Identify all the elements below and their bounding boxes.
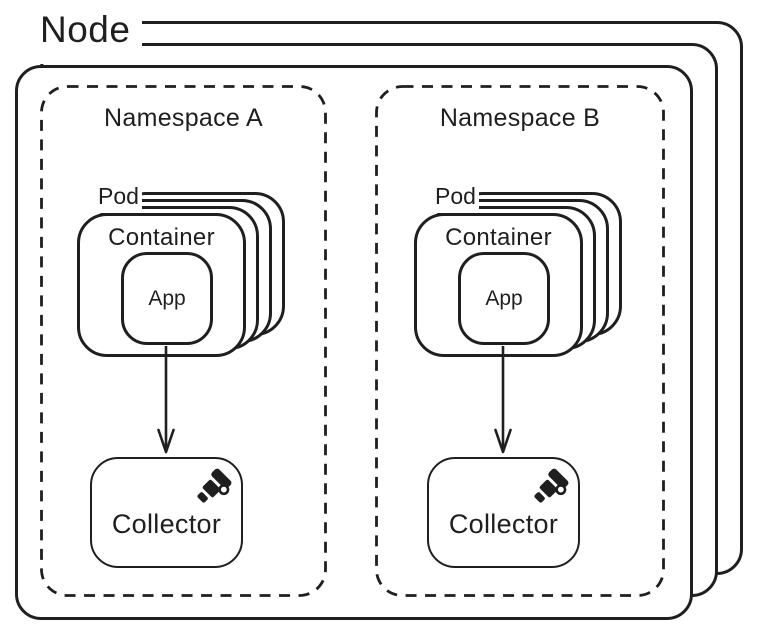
collector-label: Collector xyxy=(111,509,222,539)
arrow-app-to-collector xyxy=(494,346,512,454)
namespace-b-label: Namespace B xyxy=(439,104,601,132)
app-label: App xyxy=(148,286,186,310)
node-label: Node xyxy=(30,0,142,64)
namespace-a-label: Namespace A xyxy=(104,104,263,132)
app-box: App xyxy=(121,252,213,345)
namespace-b-box: Namespace B xyxy=(375,85,665,597)
app-box: App xyxy=(458,252,550,345)
container-label: Container xyxy=(108,224,215,251)
container-label: Container xyxy=(445,224,552,251)
pod-label: Pod xyxy=(90,184,142,213)
dashed-border xyxy=(40,85,327,597)
namespace-a-box: Namespace A xyxy=(40,85,327,597)
collector-box: Collector xyxy=(427,457,580,568)
collector-label: Collector xyxy=(448,509,559,539)
arrow-app-to-collector xyxy=(157,346,175,454)
dashed-border xyxy=(375,85,665,597)
pod-label: Pod xyxy=(427,184,479,213)
telescope-icon xyxy=(197,468,232,503)
telescope-icon xyxy=(534,468,569,503)
app-label: App xyxy=(485,286,523,310)
collector-box: Collector xyxy=(90,457,243,568)
